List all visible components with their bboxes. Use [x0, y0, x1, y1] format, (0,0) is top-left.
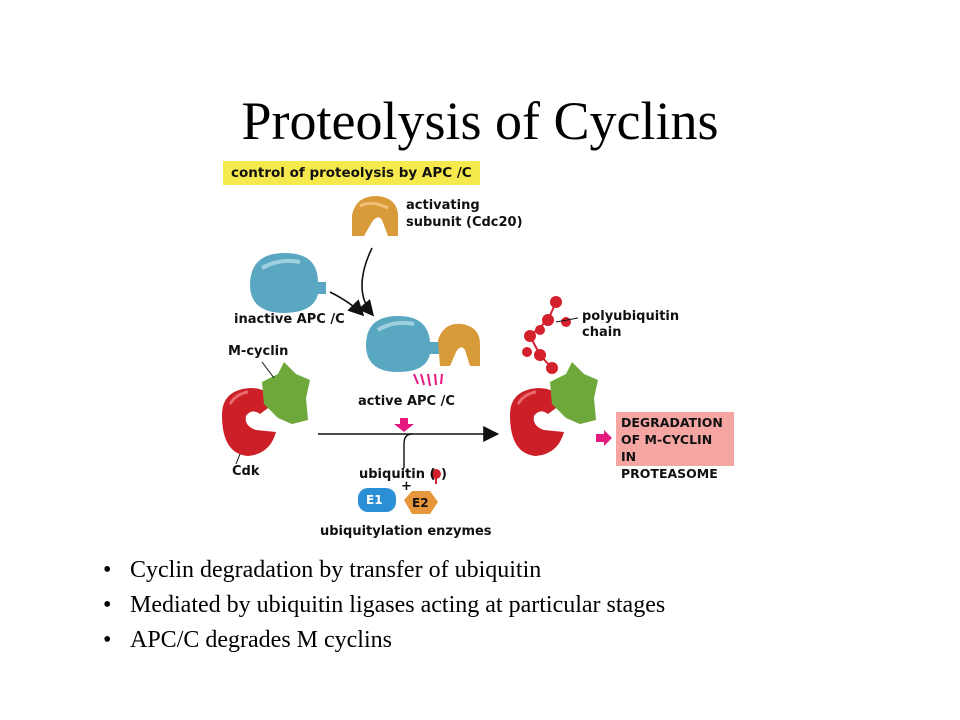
label-polyubiquitin-1: polyubiquitin	[582, 309, 680, 324]
label-active-apc: active APC /C	[358, 394, 455, 409]
degradation-line-1: DEGRADATION	[621, 415, 723, 430]
label-activating-1: activating	[406, 198, 480, 213]
bullet-list: Cyclin degradation by transfer of ubiqui…	[103, 556, 665, 661]
cdc20-subunit-shape	[352, 196, 398, 236]
bullet-item: APC/C degrades M cyclins	[103, 626, 665, 661]
label-polyubiquitin-2: chain	[582, 325, 622, 340]
slide-title: Proteolysis of Cyclins	[241, 91, 719, 151]
bullet-item: Cyclin degradation by transfer of ubiqui…	[103, 556, 665, 591]
label-m-cyclin: M-cyclin	[228, 344, 289, 359]
ubiquitin-feed-line	[403, 433, 413, 468]
label-ubiquitin: ubiquitin (	[359, 467, 436, 482]
label-ubiquitin-close: )	[441, 467, 447, 482]
apc-down-arrow	[394, 418, 414, 432]
bullet-item: Mediated by ubiquitin ligases acting at …	[103, 591, 665, 626]
activity-ticks	[413, 373, 443, 387]
label-activating-2: subunit (Cdc20)	[406, 215, 523, 230]
label-e2: E2	[412, 496, 429, 510]
e1-enzyme-shape	[358, 488, 396, 512]
label-ubiquitylation-enzymes: ubiquitylation enzymes	[320, 524, 492, 539]
degradation-line-2: OF M-CYCLIN IN	[621, 432, 713, 464]
label-plus: +	[401, 479, 412, 494]
cdk-cyclin-right	[510, 362, 598, 456]
active-apc-shape	[366, 316, 480, 372]
label-e1: E1	[366, 493, 383, 507]
cdk-leader	[235, 453, 241, 465]
degradation-arrow	[596, 430, 612, 446]
cdc20-arrow	[357, 247, 375, 317]
degradation-line-3: PROTEASOME	[621, 466, 718, 481]
polyubiquitin-leader	[555, 317, 579, 323]
e2-enzyme-shape	[404, 491, 438, 514]
ubiquitin-glyph	[431, 469, 441, 484]
cdk-cyclin-left	[222, 362, 310, 456]
polyubiquitin-chain-shape	[522, 296, 571, 374]
figure-header: control of proteolysis by APC /C	[223, 161, 480, 185]
inactive-to-active-arrow	[329, 291, 365, 317]
label-inactive-apc: inactive APC /C	[234, 312, 345, 327]
label-cdk: Cdk	[232, 464, 260, 479]
m-cyclin-leader	[261, 361, 275, 379]
inactive-apc-shape	[250, 253, 326, 313]
degradation-box: DEGRADATION OF M-CYCLIN IN PROTEASOME	[616, 412, 734, 481]
